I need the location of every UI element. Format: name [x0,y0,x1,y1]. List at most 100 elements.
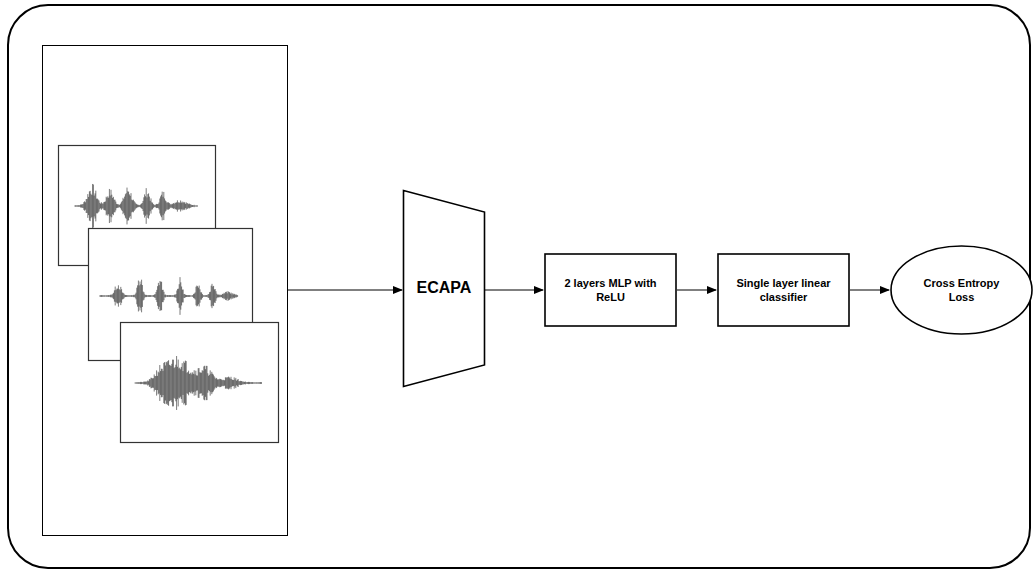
waveform-stroke [168,202,169,209]
node-label: 2 layers MLP with ReLU [551,276,670,305]
waveform-stroke [123,199,124,213]
waveform-stroke [169,203,170,209]
waveform-stroke [239,381,240,385]
waveform-stroke [155,294,156,298]
waveform-stroke [170,295,171,297]
waveform-stroke [191,295,192,296]
waveform-stroke [184,294,185,298]
waveform-stroke [112,198,113,214]
waveform-stroke [227,377,228,389]
waveform-stroke [149,295,150,297]
waveform-stroke [230,379,231,388]
waveform-stroke [176,291,177,302]
waveform-stroke [230,294,231,299]
waveform-stroke [182,202,183,211]
waveform-stroke [195,292,196,299]
waveform-stroke [161,369,162,398]
waveform-stroke [163,371,164,395]
waveform-stroke [157,204,158,208]
waveform-stroke [205,369,206,397]
waveform-stroke [189,374,190,392]
waveform-stroke [216,378,217,388]
waveform-stroke [166,295,167,296]
waveform-stroke [151,378,152,389]
waveform-stroke [235,380,236,387]
waveform-stroke [231,293,232,300]
waveform-stroke [228,377,229,390]
waveform-stroke [259,382,260,384]
waveform-stroke [193,294,194,298]
waveform-stroke [225,292,226,300]
waveform-stroke [139,382,140,384]
waveform-stroke [107,196,108,215]
waveform-stroke [116,289,117,304]
waveform-stroke [92,184,93,228]
waveform-stroke [87,194,88,218]
waveform-stroke [93,185,94,228]
waveform-stroke [155,205,156,207]
waveform-stroke [102,295,103,296]
waveform-stroke [86,199,87,213]
waveform-stroke [148,381,149,384]
input-panel [43,46,288,536]
waveform-stroke [135,203,136,208]
waveform-stroke [180,277,181,315]
waveform-stroke [81,204,82,207]
waveform-stroke [232,380,233,386]
waveform-stroke [188,295,189,297]
waveform-stroke [137,382,138,383]
waveform-stroke [103,295,104,296]
waveform-stroke [109,295,110,296]
waveform-stroke [96,199,97,214]
waveform-stroke [219,379,220,388]
waveform-stroke [146,188,147,224]
waveform-stroke [101,202,102,209]
waveform-stroke [191,373,192,394]
waveform-stroke [161,195,162,217]
waveform-stroke [171,364,172,402]
waveform-stroke [182,363,183,403]
waveform-stroke [207,295,208,297]
waveform-stroke [190,204,191,208]
node-outline [717,253,850,327]
waveform-stroke [203,366,204,399]
waveform-stroke [186,202,187,209]
waveform-stroke [251,382,252,384]
waveform-stroke [167,202,168,210]
waveform-stroke [143,382,144,384]
waveform-stroke [110,196,111,217]
waveform-stroke [152,295,153,296]
waveform-stroke [159,203,160,210]
waveform-stroke [188,295,189,297]
waveform-stroke [142,382,143,383]
waveform-stroke [167,203,168,209]
waveform-stroke [136,382,137,383]
waveform-stroke [258,382,259,384]
waveform-stroke [123,293,124,299]
loss-ellipse: Cross Entropy Loss [890,245,1033,335]
waveform-stroke [118,204,119,208]
waveform-stroke [128,295,129,297]
waveform-stroke [160,371,161,395]
waveform-stroke [219,379,220,386]
waveform-stroke [137,285,138,306]
waveform-stroke [212,374,213,393]
waveform-stroke [247,382,248,384]
waveform-stroke [156,290,157,302]
waveform-stroke [131,295,132,297]
waveform-stroke [242,381,243,385]
waveform-stroke [217,295,218,298]
waveform-stroke [195,371,196,396]
waveform-stroke [208,376,209,390]
waveform-stroke [165,201,166,212]
waveform-stroke [235,295,236,298]
waveform-stroke [234,294,235,298]
waveform-stroke [207,366,208,400]
waveform-stroke [179,368,180,399]
waveform-stroke [220,379,221,387]
waveform-stroke [107,295,108,296]
waveform-stroke [181,287,182,306]
waveform-stroke [154,205,155,208]
waveform-stroke [180,200,181,211]
waveform-stroke [196,375,197,390]
